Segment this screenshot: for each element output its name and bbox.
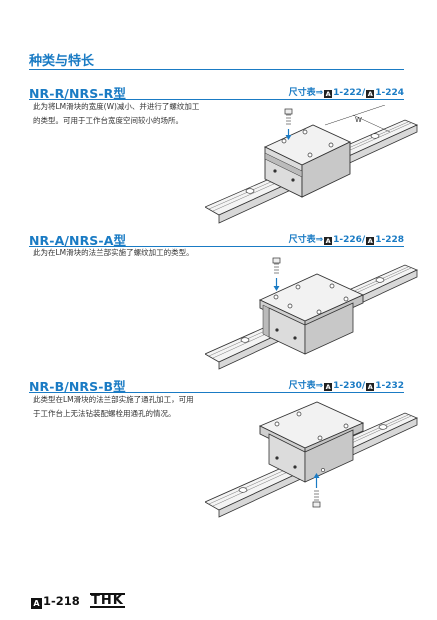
description-line: 此类型在LM滑块的法兰部实施了通孔加工，可用 [33, 395, 194, 404]
ref-mark-icon: A [324, 237, 333, 245]
type-title-nr-r: NR-R/NRS-R型 [29, 86, 126, 101]
ref-mark-icon: A [366, 90, 375, 98]
ref-mark-icon: A [324, 383, 333, 391]
type-rule [29, 392, 404, 393]
type-title-nr-b: NR-B/NRS-B型 [29, 379, 126, 394]
ref-prefix: 尺寸表⇒ [288, 88, 324, 98]
description-line: 于工作台上无法钻装配螺栓用通孔的情况。 [33, 409, 176, 418]
nr-b-block-illustration [205, 401, 418, 518]
ref-separator: / [361, 381, 366, 391]
dimension-w-label: W [355, 116, 362, 124]
description-line: 的类型。可用于工作台宽度空间较小的场所。 [33, 116, 183, 125]
type-rule [29, 246, 404, 247]
ref-mark-icon: A [366, 237, 375, 245]
ref-prefix: 尺寸表⇒ [288, 235, 324, 245]
ref-mark-icon: A [324, 90, 333, 98]
ref-separator: / [361, 235, 366, 245]
ref-page: 1-222 [333, 88, 362, 98]
type-description-nr-a: 此为在LM滑块的法兰部实施了螺纹加工的类型。 [33, 246, 223, 260]
type-title-nr-a: NR-A/NRS-A型 [29, 233, 127, 248]
type-description-nr-b: 此类型在LM滑块的法兰部实施了通孔加工，可用 于工作台上无法钻装配螺栓用通孔的情… [33, 393, 223, 421]
ref-page: 1-232 [375, 381, 404, 391]
type-rule [29, 99, 404, 100]
ref-page: 1-226 [333, 235, 362, 245]
ref-mark-icon: A [366, 383, 375, 391]
nr-r-block-illustration: W [205, 105, 419, 224]
description-line: 此为将LM滑块的宽度(W)减小、并进行了螺纹加工 [33, 102, 200, 111]
type-description-nr-r: 此为将LM滑块的宽度(W)减小、并进行了螺纹加工 的类型。可用于工作台宽度空间较… [33, 100, 223, 128]
section-title: 种类与特长 [29, 54, 95, 69]
page-number: 1-218 [43, 594, 80, 608]
ref-page: 1-230 [333, 381, 362, 391]
section-title-rule [29, 69, 404, 70]
description-line: 此为在LM滑块的法兰部实施了螺纹加工的类型。 [33, 248, 194, 257]
ref-page: 1-224 [375, 88, 404, 98]
ref-separator: / [361, 88, 366, 98]
ref-prefix: 尺寸表⇒ [288, 381, 324, 391]
brand-logo: THK [90, 593, 125, 608]
ref-page: 1-228 [375, 235, 404, 245]
nr-a-block-illustration [205, 257, 418, 370]
page-mark-icon: A [31, 598, 42, 609]
